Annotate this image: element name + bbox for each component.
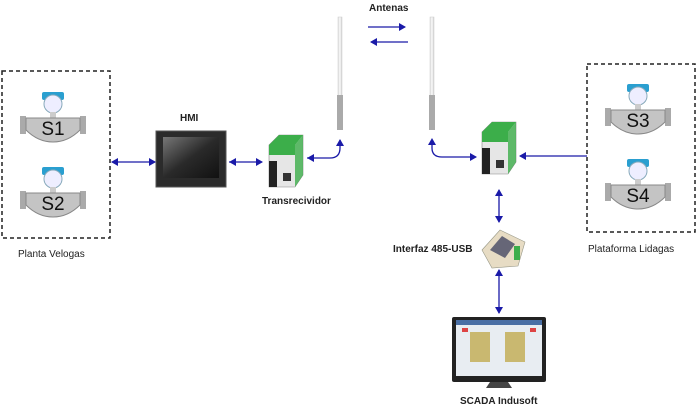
link-antenna-transceiver [431,140,477,161]
usb-485-interface [481,229,526,269]
antenna-left [337,16,343,130]
plant-velogas-label: Planta Velogas [18,249,85,260]
arrowhead [495,269,503,276]
link-transceiver-antenna [307,139,344,159]
flowmeter-s3: S3 [604,83,672,135]
antenna-right [429,16,435,130]
arrowhead [229,158,236,166]
arrowhead [111,158,118,166]
flowmeter-s2: S2 [19,166,87,218]
hmi-panel [155,130,227,188]
flowmeter-s4: S4 [604,158,672,210]
antennas-label: Antenas [369,3,409,14]
hmi-label: HMI [180,113,199,124]
scada-label: SCADA Indusoft [460,396,538,405]
sensor-label-s4: S4 [626,186,650,207]
flowmeter-s1: S1 [19,91,87,143]
transceiver-left [268,134,304,188]
transceiver-right [481,121,517,175]
sensor-label-s2: S2 [41,194,64,215]
arrowhead [307,154,314,162]
plant-lidagas-label: Plataforma Lidagas [588,244,674,255]
plant-lidagas-box [586,63,696,233]
plant-velogas-box [1,70,111,239]
interface-label: Interfaz 485-USB [393,244,472,255]
sensor-label-s1: S1 [41,119,64,140]
scada-monitor [452,317,546,388]
arrowhead [428,138,436,145]
sensor-label-s3: S3 [626,111,649,132]
transceiver-label: Transrecividor [262,196,331,207]
arrowhead [495,189,503,196]
